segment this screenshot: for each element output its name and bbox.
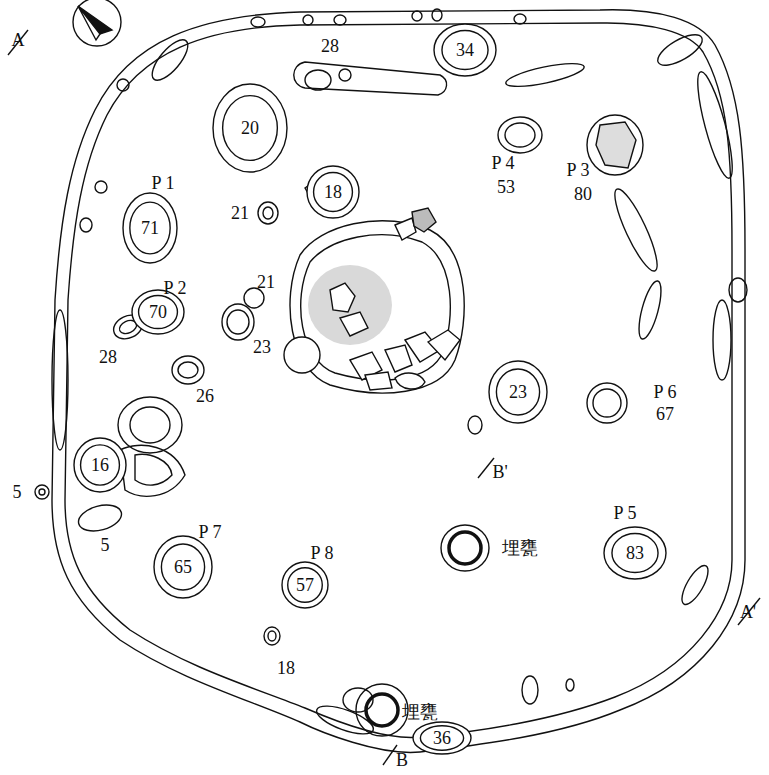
depth-number: 71	[141, 219, 159, 237]
pit-label: 67	[656, 405, 674, 423]
dwelling-wall-inner	[65, 23, 732, 738]
pit: 57	[281, 561, 329, 609]
pit-label: 5	[13, 483, 22, 501]
pit-label: P 8	[311, 544, 334, 562]
pit-label: P 3	[567, 161, 590, 179]
pit-label: 28	[99, 348, 117, 366]
pit: 83	[603, 526, 667, 580]
pit: 71	[122, 192, 178, 264]
depth-number: 20	[241, 119, 259, 137]
hearth	[284, 180, 464, 393]
north-arrow	[73, 0, 121, 46]
section-mark	[383, 745, 397, 765]
depth-number: 34	[456, 41, 474, 59]
trench	[294, 62, 447, 95]
pit-label: 26	[196, 387, 214, 405]
pit-label: B	[396, 751, 408, 769]
section-mark	[8, 30, 28, 55]
pit: 65	[153, 535, 213, 599]
pit-label: 21	[231, 204, 249, 222]
pit-label: 28	[321, 37, 339, 55]
pit-label: 埋甕	[402, 703, 438, 721]
pit-label: 埋甕	[502, 539, 538, 557]
pit-label: A	[12, 31, 25, 49]
pit-label: 53	[497, 178, 515, 196]
pit-label: P 2	[164, 279, 187, 297]
depth-number: 36	[433, 729, 451, 747]
section-mark	[738, 598, 760, 625]
depth-number: 23	[509, 383, 527, 401]
pit-label: P 7	[199, 523, 222, 541]
section-mark	[478, 458, 494, 478]
pit-label: 5	[101, 536, 110, 554]
pit-label: P 1	[152, 174, 175, 192]
pit-label: P 4	[492, 154, 515, 172]
pit-label: 23	[253, 338, 271, 356]
depth-number: 57	[296, 576, 314, 594]
depth-number: 70	[149, 303, 167, 321]
pit: 20	[212, 83, 288, 173]
pit: 36	[412, 721, 472, 755]
depth-number: 16	[91, 456, 109, 474]
dwelling-wall	[52, 10, 745, 753]
depth-number: 18	[324, 183, 342, 201]
pit-label: P 6	[654, 383, 677, 401]
pit-label: P 5	[614, 504, 637, 522]
pit: 34	[433, 23, 497, 77]
pit-label: 21	[257, 273, 275, 291]
pit-label: 80	[574, 185, 592, 203]
depth-number: 83	[626, 544, 644, 562]
depth-number: 65	[174, 558, 192, 576]
post-holes	[35, 9, 747, 740]
pit-label: B'	[492, 463, 507, 481]
pit: 18	[306, 165, 360, 219]
pit-label: A'	[740, 603, 756, 621]
pit-label: 18	[277, 659, 295, 677]
pit: 16	[73, 437, 127, 493]
pit: 23	[488, 360, 548, 424]
